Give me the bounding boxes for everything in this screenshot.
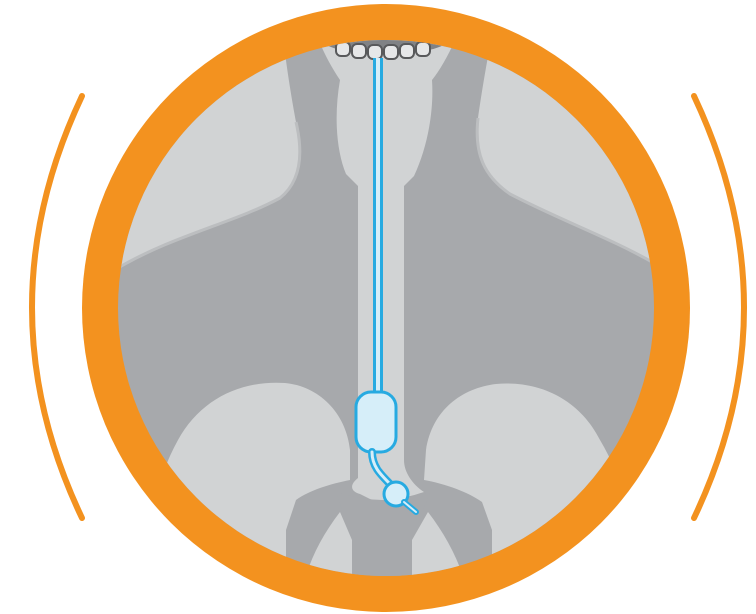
pilot-balloon: [382, 480, 419, 515]
tooth-row: [335, 41, 431, 60]
left-shoulder-shade: [118, 121, 302, 270]
tube-cuff: [354, 390, 398, 454]
left-bronchus: [300, 512, 352, 576]
carina-wedge: [336, 492, 430, 576]
motion-arc-left: [29, 93, 85, 521]
airway: [318, 40, 456, 501]
endotracheal-tube: [354, 58, 419, 515]
right-bronchus: [412, 512, 470, 576]
motion-arc-right: [691, 93, 747, 521]
right-shoulder-shade: [475, 117, 653, 264]
